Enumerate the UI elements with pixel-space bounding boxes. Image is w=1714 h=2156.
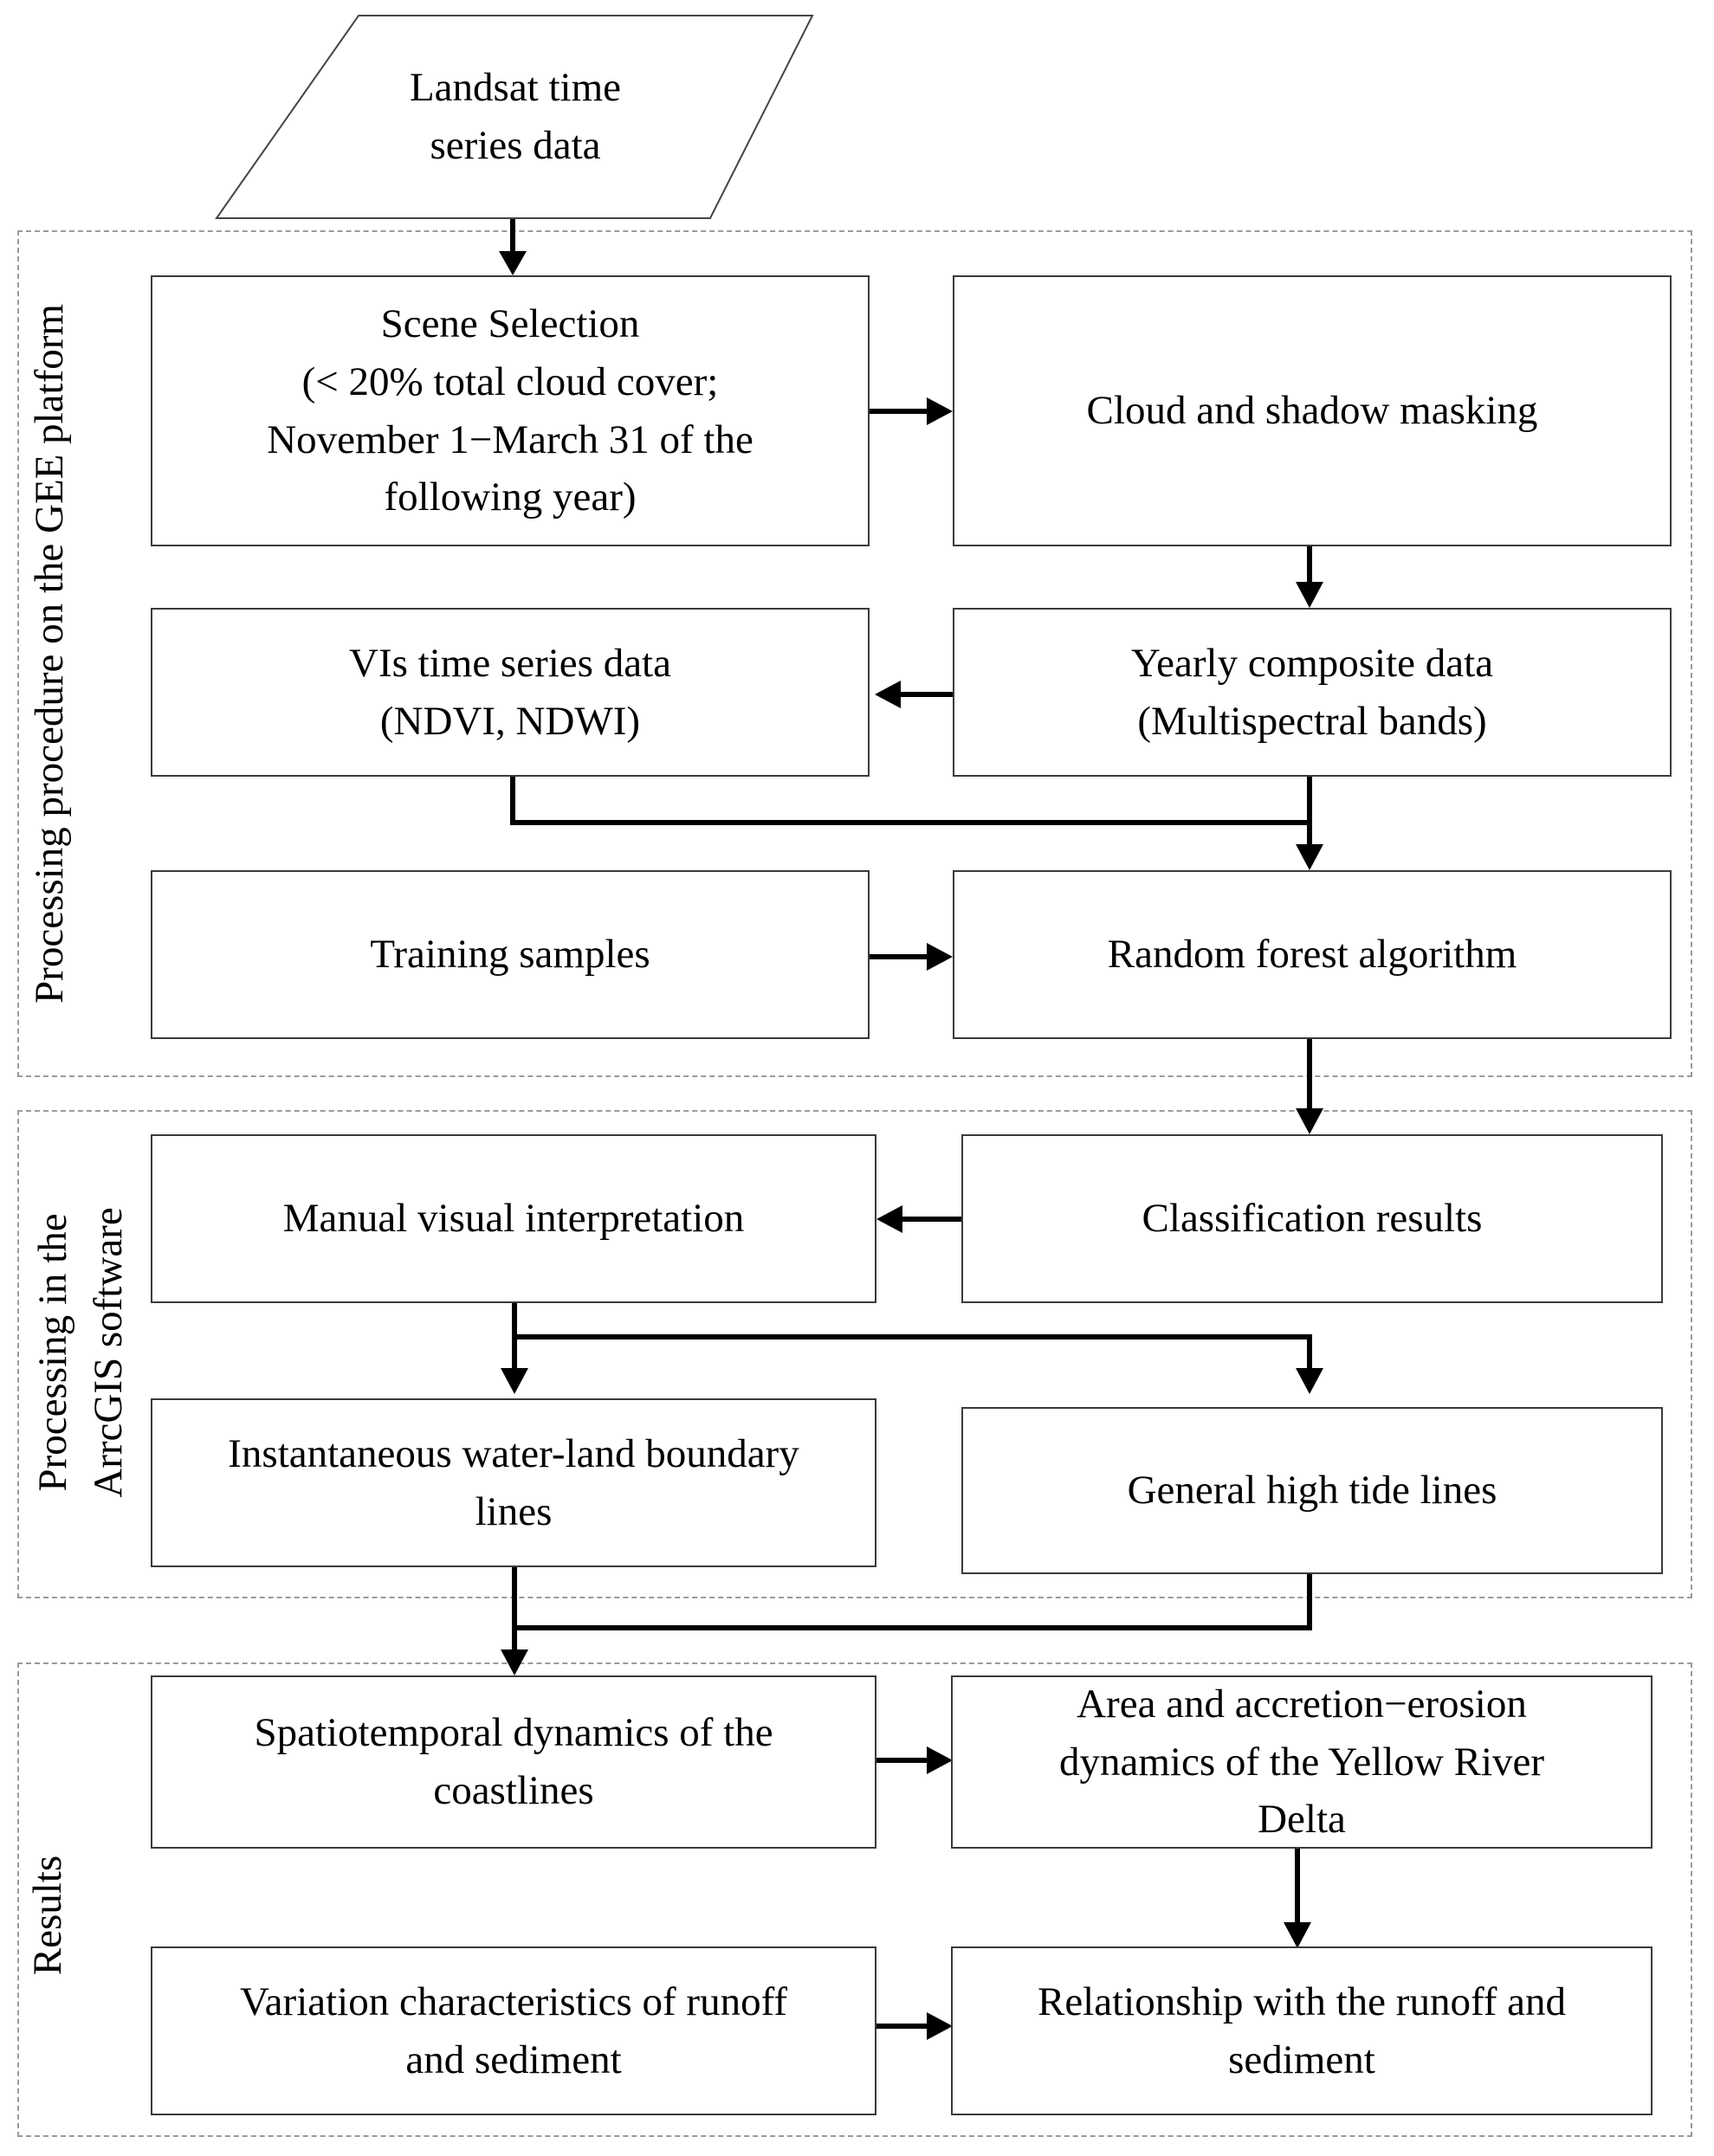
box-relationship: Relationship with the runoff and sedimen… — [951, 1946, 1653, 2115]
connector-lines-merge — [512, 1565, 1312, 1652]
box-instantaneous-lines: Instantaneous water-land boundary lines — [151, 1398, 876, 1567]
box-random-forest: Random forest algorithm — [953, 870, 1672, 1039]
arrowhead — [927, 943, 953, 971]
connector-vis-yearly-merge — [510, 775, 1312, 847]
arrowhead — [927, 397, 953, 425]
arrowhead — [1296, 582, 1323, 608]
box-classification-results: Classification results — [961, 1134, 1663, 1303]
arrowhead — [875, 681, 901, 708]
arrowhead — [501, 1368, 528, 1394]
connector-manual-split — [512, 1301, 1312, 1371]
arrowhead — [501, 1649, 528, 1675]
arrowhead — [927, 1746, 953, 1774]
region-arcgis-frame — [17, 1110, 1692, 1598]
input-parallelogram — [215, 15, 814, 219]
input-node: Landsat time series data — [286, 26, 745, 208]
box-high-tide-lines: General high tide lines — [961, 1407, 1663, 1574]
arrowhead — [1284, 1922, 1311, 1948]
box-spatiotemporal-dynamics: Spatiotemporal dynamics of the coastline… — [151, 1675, 876, 1849]
box-area-accretion: Area and accretion−erosion dynamics of t… — [951, 1675, 1653, 1849]
box-runoff-variation: Variation characteristics of runoff and … — [151, 1946, 876, 2115]
region-gee-frame — [17, 230, 1692, 1077]
box-training-samples: Training samples — [151, 870, 870, 1039]
box-scene-selection: Scene Selection (< 20% total cloud cover… — [151, 275, 870, 546]
arrowhead — [876, 1205, 902, 1233]
arrowhead — [499, 251, 527, 275]
arrowhead — [1296, 844, 1323, 870]
box-vis-data: VIs time series data (NDVI, NDWI) — [151, 608, 870, 777]
arrowhead — [1296, 1108, 1323, 1134]
arrowhead — [1296, 1368, 1323, 1394]
box-manual-interpretation: Manual visual interpretation — [151, 1134, 876, 1303]
box-cloud-masking: Cloud and shadow masking — [953, 275, 1672, 546]
arrowhead — [927, 2012, 953, 2040]
input-label: Landsat time series data — [409, 65, 622, 168]
region-results-frame — [17, 1662, 1692, 2137]
box-yearly-composite: Yearly composite data (Multispectral ban… — [953, 608, 1672, 777]
